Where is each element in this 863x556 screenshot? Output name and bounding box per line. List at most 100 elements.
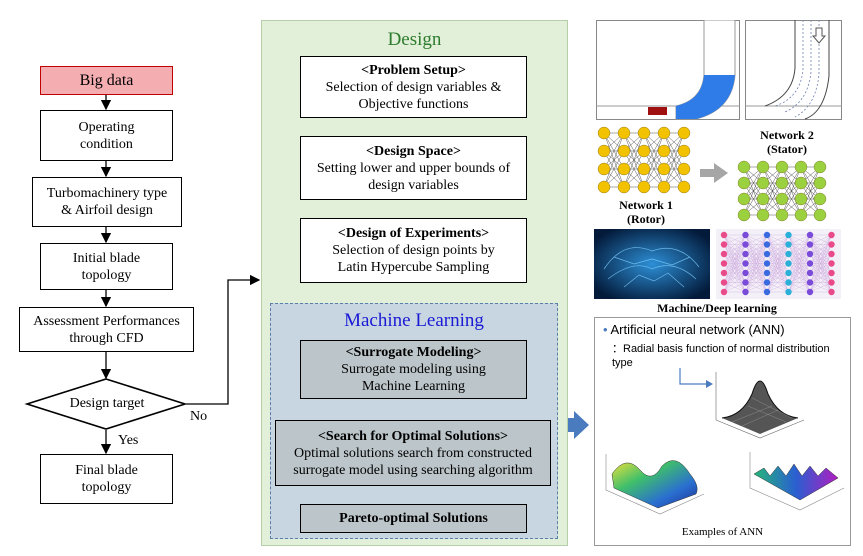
network-node	[763, 260, 771, 267]
network-node	[637, 144, 651, 158]
network-node	[677, 144, 691, 158]
network-node	[742, 269, 749, 277]
arrow-gray-icon	[700, 163, 728, 183]
network-node	[720, 269, 728, 277]
network-node	[763, 231, 771, 239]
network-node	[597, 180, 611, 194]
network-node	[828, 260, 835, 267]
network-node	[828, 279, 835, 286]
network-node	[763, 241, 771, 248]
network-node	[756, 192, 770, 206]
ann-description: ：Radial basis function of normal distrib…	[612, 343, 830, 369]
network-node	[785, 260, 792, 267]
network-node	[742, 250, 749, 258]
network-node	[617, 126, 631, 140]
machine-learning-title: Machine Learning	[344, 310, 484, 331]
network-node	[785, 288, 792, 296]
machine-deep-learning-caption: Machine/Deep learning	[657, 301, 777, 315]
network-node	[828, 288, 835, 296]
problem-setup-box: <Problem Setup> Selection of design vari…	[300, 56, 527, 118]
network-node	[785, 269, 792, 277]
network-node	[756, 176, 770, 190]
network-node	[720, 231, 728, 239]
pareto-optimal-box: Pareto-optimal Solutions	[300, 504, 527, 533]
network-node	[794, 192, 808, 206]
network-node	[617, 144, 631, 158]
network-node	[677, 162, 691, 176]
network-2-label: Network 2(Stator)	[760, 128, 814, 156]
ann-pointer-arrow	[679, 368, 713, 388]
yes-label: Yes	[118, 433, 139, 448]
network-node	[720, 241, 728, 248]
network-node	[763, 269, 771, 277]
network-node	[720, 260, 728, 267]
network-node	[657, 162, 671, 176]
ann-panel	[594, 317, 851, 546]
network-node	[828, 231, 835, 239]
network-node	[597, 162, 611, 176]
network-node	[806, 288, 814, 296]
network-node	[742, 279, 749, 286]
network-node	[775, 176, 789, 190]
network-node	[806, 279, 814, 286]
network-node	[763, 288, 771, 296]
network-node	[637, 162, 651, 176]
network-node	[794, 176, 808, 190]
network-node	[657, 126, 671, 140]
network-node	[720, 288, 728, 296]
network-node	[742, 241, 749, 248]
ann-examples-caption: Examples of ANN	[681, 526, 764, 538]
network-node	[597, 144, 611, 158]
ann-surface-plot-2	[749, 452, 845, 511]
network-1-label: Network 1(Rotor)	[619, 198, 673, 226]
network-node	[756, 208, 770, 222]
network-node	[794, 208, 808, 222]
gaussian-surface-plot	[715, 372, 805, 439]
network-node	[828, 250, 835, 258]
network-node	[813, 192, 827, 206]
network-node	[597, 126, 611, 140]
network-node	[828, 241, 835, 248]
network-node	[806, 231, 814, 239]
ann-surface-plot-1	[605, 454, 705, 515]
ann-bullet: • Artificial neural network (ANN)	[603, 322, 785, 337]
network-node	[828, 269, 835, 277]
network-node	[657, 144, 671, 158]
cfd-domain-image-2	[745, 20, 842, 120]
design-title: Design	[387, 29, 442, 50]
network-node	[742, 288, 749, 296]
network-node	[785, 241, 792, 248]
ai-brain-image	[594, 229, 710, 299]
network-node	[756, 160, 770, 174]
network-node	[742, 260, 749, 267]
search-optimal-solutions-box: <Search for Optimal Solutions> Optimal s…	[275, 420, 551, 486]
big-data-box: Big data	[40, 66, 173, 95]
network-node	[737, 160, 751, 174]
network-node	[737, 192, 751, 206]
network-node	[763, 250, 771, 258]
network-node	[806, 269, 814, 277]
network-node	[785, 231, 792, 239]
network-node	[813, 208, 827, 222]
network-node	[637, 180, 651, 194]
network-1-diagram	[597, 126, 691, 194]
network-node	[737, 176, 751, 190]
network-node	[785, 250, 792, 258]
network-node	[742, 231, 749, 239]
right-arrow-icon	[562, 411, 589, 439]
deep-network-image	[716, 229, 841, 299]
network-node	[720, 279, 728, 286]
network-node	[794, 160, 808, 174]
network-node	[737, 208, 751, 222]
network-2-diagram	[737, 160, 827, 222]
network-node	[813, 176, 827, 190]
network-node	[617, 180, 631, 194]
network-node	[806, 250, 814, 258]
surrogate-modeling-box: <Surrogate Modeling> Surrogate modeling …	[300, 340, 527, 399]
turbomachinery-type-box: Turbomachinery type& Airfoil design	[32, 177, 182, 227]
network-node	[813, 160, 827, 174]
design-of-experiments-box: <Design of Experiments> Selection of des…	[300, 218, 527, 283]
